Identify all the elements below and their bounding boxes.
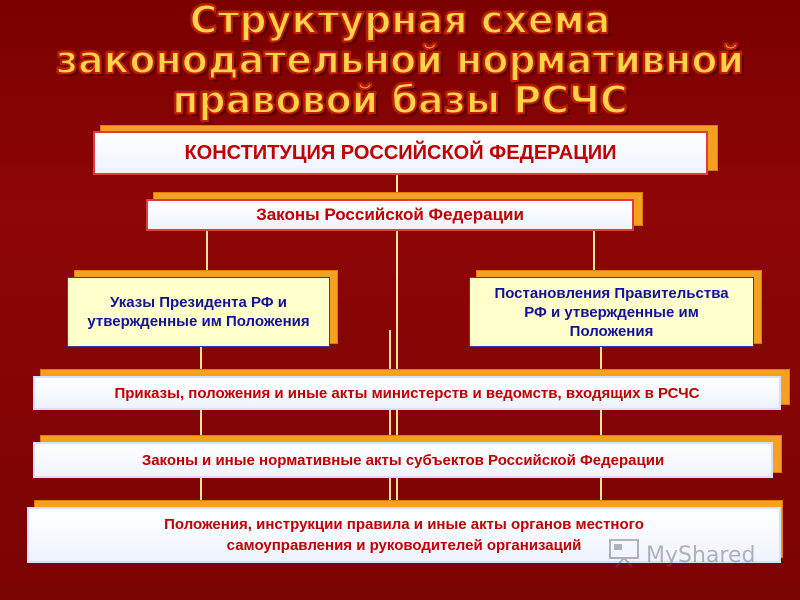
title-line-2: законодательной нормативной bbox=[55, 38, 745, 82]
local-acts-box: Положения, инструкции правила и иные акт… bbox=[27, 507, 781, 563]
ministry-acts-box: Приказы, положения и иные акты министерс… bbox=[33, 376, 781, 410]
watermark-text: MyShared bbox=[646, 542, 756, 568]
connector-center-2 bbox=[389, 330, 391, 510]
president-decrees-box: Указы Президента РФ и утвержденные им По… bbox=[67, 277, 330, 347]
federal-laws-box: Законы Российской Федерации bbox=[146, 199, 634, 231]
ministry-acts-label: Приказы, положения и иные акты министерс… bbox=[114, 384, 700, 402]
constitution-box: КОНСТИТУЦИЯ РОССИЙСКОЙ ФЕДЕРАЦИИ bbox=[93, 131, 708, 175]
president-decrees-label: Указы Президента РФ и утвержденные им По… bbox=[87, 294, 310, 330]
connector-center bbox=[396, 170, 398, 510]
connector-left bbox=[206, 228, 208, 273]
government-resolutions-box: Постановления Правительства РФ и утвержд… bbox=[469, 277, 754, 347]
connector-right bbox=[593, 228, 595, 273]
page-title: Структурная схема законодательной нормат… bbox=[0, 0, 800, 122]
regional-laws-label: Законы и иные нормативные акты субъектов… bbox=[141, 451, 665, 469]
projector-screen-icon bbox=[608, 538, 640, 573]
watermark: MyShared bbox=[608, 538, 768, 572]
connector-left-lower bbox=[200, 345, 202, 510]
federal-laws-label: Законы Российской Федерации bbox=[256, 205, 524, 224]
constitution-label: КОНСТИТУЦИЯ РОССИЙСКОЙ ФЕДЕРАЦИИ bbox=[184, 141, 617, 164]
title-line-3: правовой базы РСЧС bbox=[171, 78, 628, 122]
government-resolutions-label: Постановления Правительства РФ и утвержд… bbox=[494, 284, 729, 340]
regional-laws-box: Законы и иные нормативные акты субъектов… bbox=[33, 442, 773, 478]
title-line-1: Структурная схема bbox=[189, 0, 612, 42]
local-acts-label: Положения, инструкции правила и иные акт… bbox=[164, 516, 644, 554]
connector-right-lower bbox=[600, 345, 602, 510]
